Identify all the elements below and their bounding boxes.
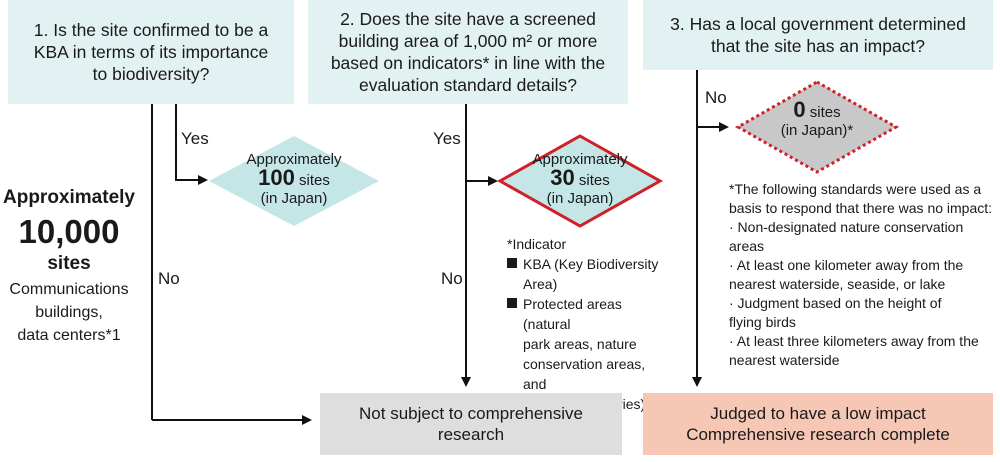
q2-yes-label: Yes — [433, 129, 461, 148]
total-desc-2: buildings, — [35, 304, 103, 321]
diamond-0-sites — [734, 80, 900, 174]
q1-no-label: No — [158, 269, 180, 288]
diamond-2-number: 30 — [550, 165, 575, 190]
no-impact-item-3: · Judgment based on the height of flying… — [729, 295, 942, 330]
result-not-subject-box: Not subject to comprehensive research — [320, 393, 622, 455]
question-1-text: 1. Is the site confirmed to be a KBA in … — [33, 20, 269, 84]
diamond-2-text: Approximately 30 sites (in Japan) — [520, 151, 640, 208]
result-not-subject-text: Not subject to comprehensive research — [359, 404, 583, 444]
diamond-2-approx: Approximately — [532, 151, 628, 168]
no-impact-note: *The following standards were used as a … — [729, 180, 997, 370]
diamond-1-number: 100 — [258, 165, 295, 190]
diamond-1-text: Approximately 100 sites (in Japan) — [234, 151, 354, 208]
diamond-1-region: (in Japan) — [260, 190, 328, 207]
diamond-1-approx: Approximately — [246, 151, 342, 168]
question-2-box: 2. Does the site have a screened buildin… — [308, 0, 628, 104]
diamond-3-number: 0 — [793, 97, 806, 122]
no-impact-intro: *The following standards were used as a … — [729, 181, 993, 216]
diamond-2-unit: sites — [578, 172, 610, 189]
indicator-title: *Indicator — [507, 236, 567, 252]
result-low-impact-text: Judged to have a low impact Comprehensiv… — [686, 404, 950, 444]
diamond-3-text: 0 sites (in Japan)* — [767, 99, 867, 140]
diamond-2-region: (in Japan) — [546, 190, 614, 207]
diamond-1-count: 100 sites — [234, 167, 354, 190]
q3-no-label: No — [705, 88, 727, 107]
no-impact-item-2: · At least one kilometer away from the n… — [729, 257, 964, 292]
result-low-impact-box: Judged to have a low impact Comprehensiv… — [643, 393, 993, 455]
square-bullet-icon — [507, 258, 517, 268]
total-number: 10,000 — [18, 213, 120, 250]
no-impact-item-4: · At least three kilometers away from th… — [729, 333, 979, 368]
diamond-100-sites — [209, 136, 379, 226]
diamond-3-count: 0 sites — [767, 99, 867, 122]
no-impact-item-1: · Non-designated nature conservation are… — [729, 219, 964, 254]
indicator-note: *Indicator KBA (Key Biodiversity Area) P… — [507, 234, 667, 414]
question-3-text: 3. Has a local government determined tha… — [670, 14, 966, 56]
diamond-2-count: 30 sites — [520, 167, 640, 190]
q1-yes-label: Yes — [181, 129, 209, 148]
total-desc-3: data centers*1 — [17, 327, 121, 344]
diamond-3-unit: sites — [809, 104, 841, 121]
question-1-box: 1. Is the site confirmed to be a KBA in … — [8, 0, 294, 104]
total-approx: Approximately — [3, 187, 135, 208]
total-desc-1: Communications — [9, 281, 129, 298]
question-2-text: 2. Does the site have a screened buildin… — [330, 9, 606, 95]
diamond-1-unit: sites — [299, 172, 330, 189]
diamond-3-region: (in Japan)* — [780, 122, 854, 139]
square-bullet-icon — [507, 298, 517, 308]
total-unit: sites — [47, 253, 91, 274]
indicator-item-kba: KBA (Key Biodiversity Area) — [507, 254, 667, 294]
diamond-30-sites — [496, 134, 664, 228]
q2-no-label: No — [441, 269, 463, 288]
indicator-item-1-text: KBA (Key Biodiversity Area) — [523, 256, 659, 292]
question-3-box: 3. Has a local government determined tha… — [643, 0, 993, 70]
q1-yes-arrow — [175, 104, 208, 185]
